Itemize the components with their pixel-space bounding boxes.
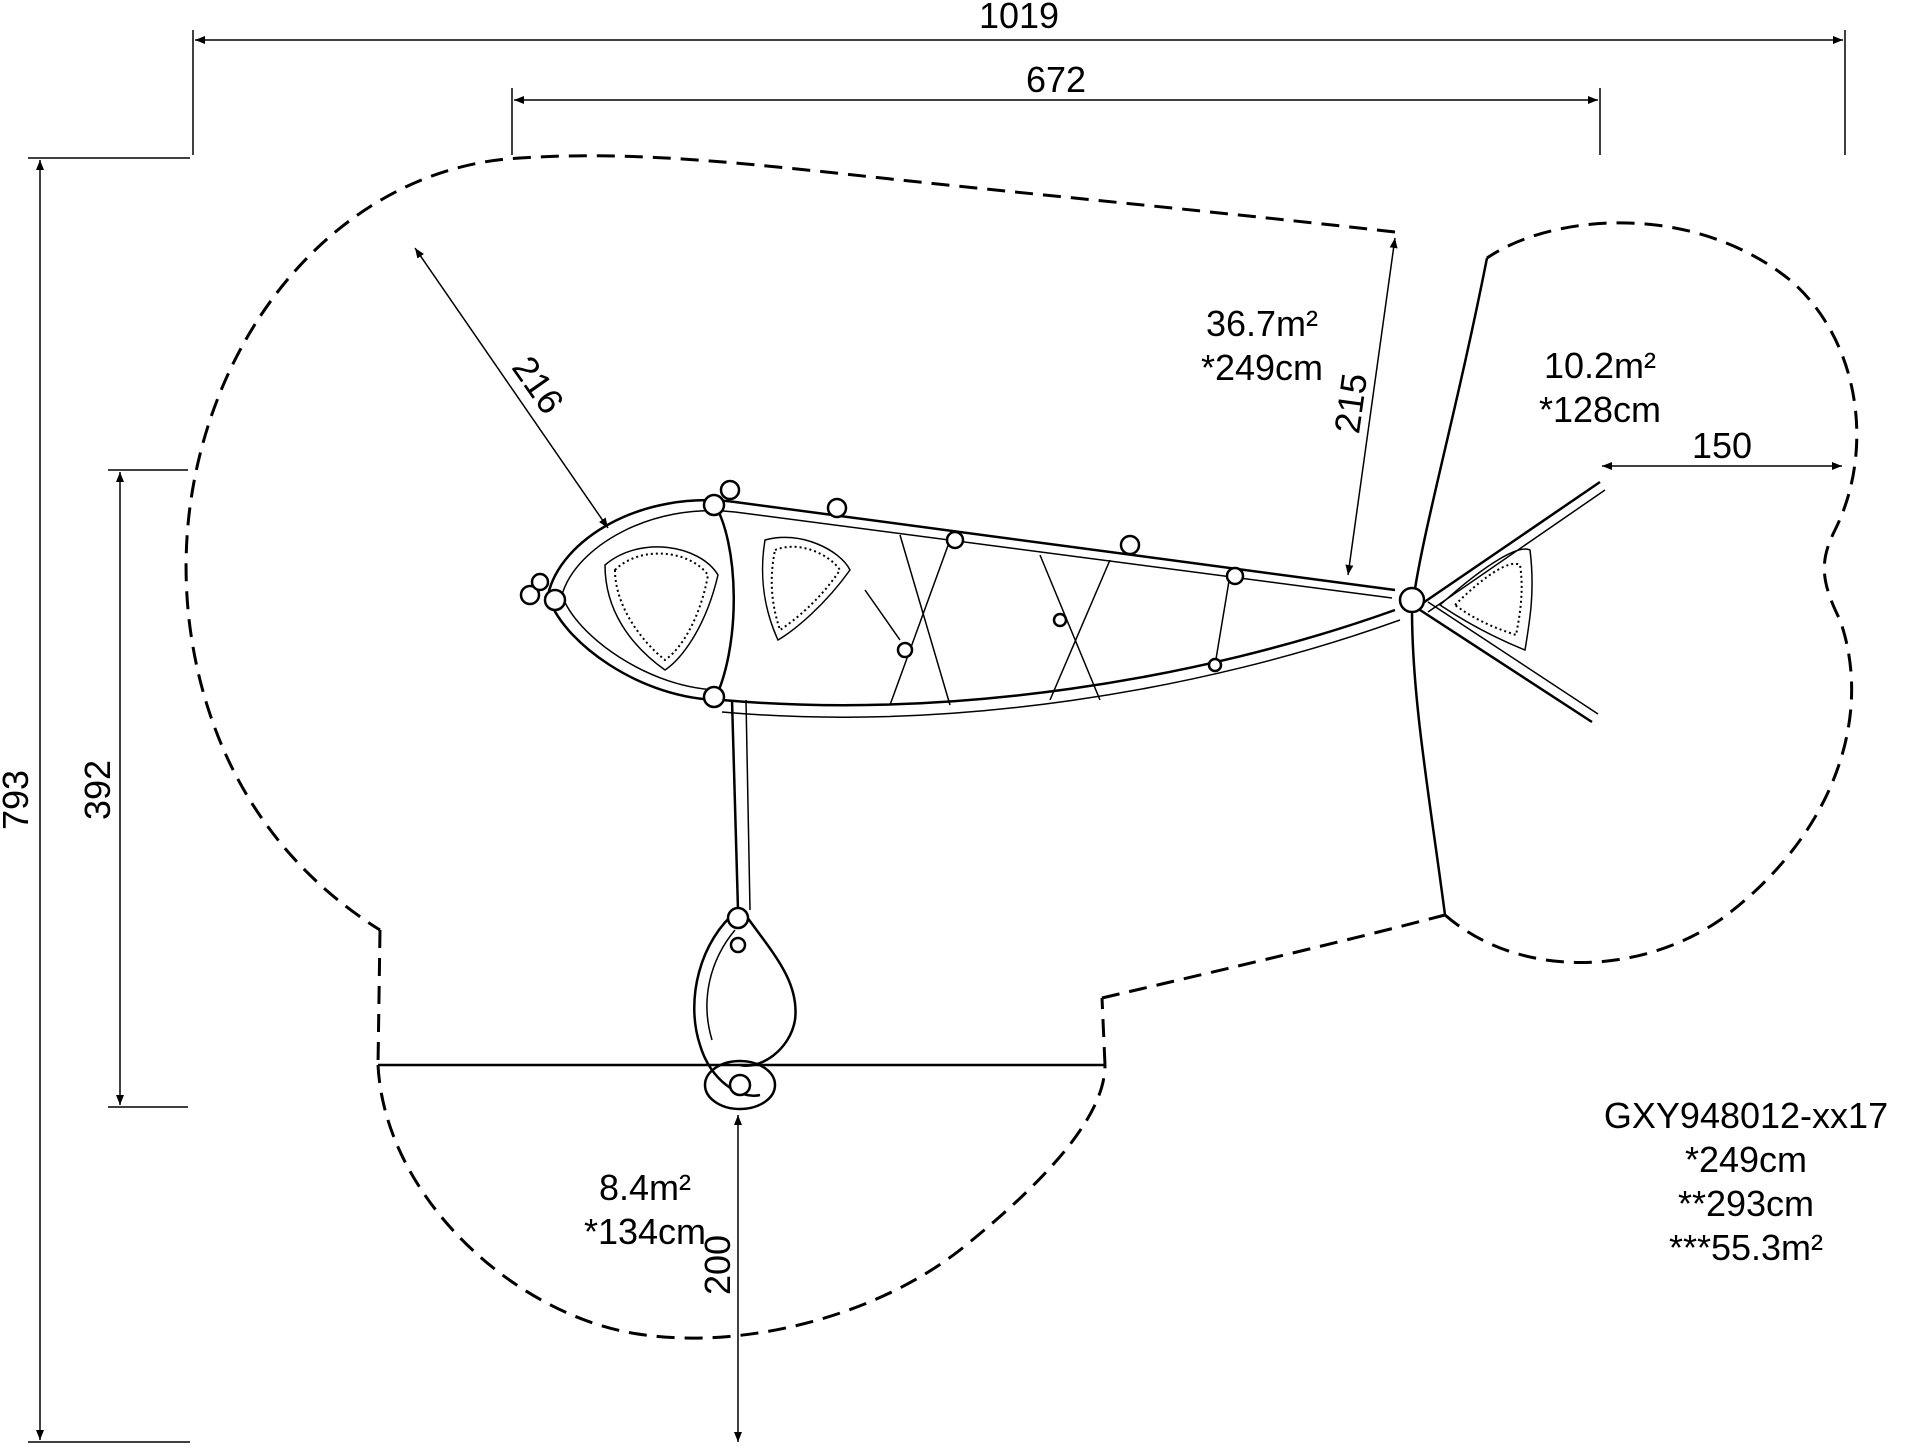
zone-label-swing: 8.4m² *134cm bbox=[584, 1167, 706, 1252]
equipment-width-label: 672 bbox=[1026, 59, 1086, 100]
info-height-1: *249cm bbox=[1685, 1139, 1807, 1180]
fish-tail bbox=[1419, 480, 1606, 724]
dimension-left-zone-height: 392 bbox=[77, 469, 188, 1108]
bottom-clearance-label: 200 bbox=[697, 1235, 738, 1295]
model-number: GXY948012-xx17 bbox=[1604, 1095, 1888, 1136]
info-total-area: ***55.3m² bbox=[1669, 1227, 1823, 1268]
dimension-overall-height: 793 bbox=[0, 157, 190, 1443]
swing-zone-height: *134cm bbox=[584, 1211, 706, 1252]
tail-zone-height: *128cm bbox=[1539, 389, 1661, 430]
zone-label-tail: 10.2m² *128cm bbox=[1539, 345, 1661, 430]
tail-zone-area: 10.2m² bbox=[1544, 345, 1656, 386]
dimension-tail-clearance: 150 bbox=[1602, 425, 1842, 470]
dimension-head-clearance: 216 bbox=[414, 247, 609, 529]
main-zone-area: 36.7m² bbox=[1206, 303, 1318, 344]
zone-label-main: 36.7m² *249cm bbox=[1201, 303, 1323, 388]
info-height-2: **293cm bbox=[1678, 1183, 1814, 1224]
swing-zone-area: 8.4m² bbox=[599, 1167, 691, 1208]
product-info: GXY948012-xx17 *249cm **293cm ***55.3m² bbox=[1604, 1095, 1888, 1268]
top-clearance-label: 215 bbox=[1326, 371, 1375, 436]
tail-clearance-label: 150 bbox=[1692, 425, 1752, 466]
overall-width-label: 1019 bbox=[979, 0, 1059, 36]
dimension-bottom-clearance: 200 bbox=[697, 1115, 742, 1442]
climbing-net bbox=[864, 534, 1231, 706]
dimension-equipment-width: 672 bbox=[511, 59, 1601, 155]
main-zone-height: *249cm bbox=[1201, 347, 1323, 388]
overall-height-label: 793 bbox=[0, 770, 36, 830]
head-clearance-label: 216 bbox=[504, 348, 572, 421]
dimension-overall-width: 1019 bbox=[192, 0, 1846, 155]
swing-seat bbox=[693, 909, 797, 1111]
fish-climbing-frame bbox=[519, 479, 1606, 1111]
frame-joints bbox=[519, 479, 1426, 954]
left-zone-height-label: 392 bbox=[77, 760, 118, 820]
safety-zone-boundary bbox=[184, 154, 1859, 1340]
dimension-top-clearance: 215 bbox=[1326, 237, 1398, 576]
